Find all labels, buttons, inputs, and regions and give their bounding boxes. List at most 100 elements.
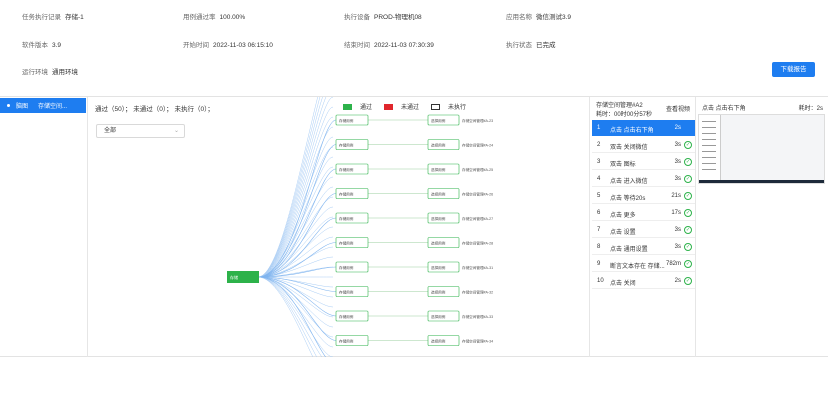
mid-node [335, 114, 369, 126]
preview-elapsed: 耗时：2s [798, 106, 823, 112]
step-number: 7 [597, 227, 601, 233]
thumbnail-line [702, 121, 716, 122]
end-time-value: 2022-11-03 07:30:39 [374, 42, 434, 49]
check-circle-icon: ✓ [684, 141, 692, 149]
main-content: 脑图 存储空间... 通过（50）； 未通过（0）； 未执行（0）； 通过 未通… [0, 96, 828, 357]
tree-edge [257, 276, 337, 317]
step-row[interactable]: 8 点击 通用设置 3s ✓ [592, 239, 695, 255]
tree-branch-line [257, 97, 321, 278]
check-circle-icon: ✓ [684, 192, 692, 200]
mid-node [335, 188, 369, 199]
step-number: 1 [597, 125, 601, 131]
end-time-label: 结束时间 [344, 42, 370, 49]
leaf-case-id: 存储空间管理#A-26 [462, 192, 493, 197]
step-duration: 3s [674, 244, 681, 250]
nav-tab-storage-label: 存储空间... [38, 104, 68, 110]
step-row[interactable]: 3 双击 图标 3s ✓ [592, 154, 695, 170]
thumbnail-line [702, 127, 716, 128]
step-row[interactable]: 6 点击 更多 17s ✓ [592, 205, 695, 221]
status-filter-value: 全部 [104, 128, 117, 134]
step-duration: 3s [674, 176, 681, 182]
case-title: 存储空间管理#A2 [596, 103, 643, 109]
leaf-node-label: 选择用例 [431, 143, 446, 148]
step-label: 断言文本存在 存储... [610, 264, 665, 270]
tree-branch-line [257, 126, 334, 278]
leaf-node-label: 选择用例 [431, 192, 446, 197]
step-row[interactable]: 5 点击 等待20s 21s ✓ [592, 188, 695, 204]
leaf-node-label: 选择用例 [431, 265, 446, 270]
thumbnail-sidebar [699, 115, 721, 183]
step-label: 点击 关闭 [610, 281, 636, 287]
app-name-field: 应用名称微信测试3.9 [506, 11, 571, 21]
step-duration: 17s [671, 210, 681, 216]
leaf-case-id: 存储空间管理#A-27 [462, 216, 493, 221]
step-row[interactable]: 10 点击 关闭 2s ✓ [592, 273, 695, 289]
tree-branch-line [257, 146, 334, 278]
start-time-value: 2022-11-03 06:15:10 [213, 42, 273, 49]
leaf-node [427, 310, 460, 322]
tree-edge [257, 276, 337, 341]
step-row[interactable]: 9 断言文本存在 存储... 782m ✓ [592, 256, 695, 272]
thumbnail-taskbar [699, 180, 824, 183]
mind-map-tree[interactable]: 存储用例选择用例存储空间管理#A-23存储用例选择用例存储空间管理#A-24存储… [88, 97, 590, 357]
exec-status-field: 执行状态已完成 [506, 39, 556, 49]
legend-failed-label: 未通过 [401, 105, 420, 111]
preview-step-title: 点击 点击右下角 [702, 106, 746, 112]
run-env-label: 运行环境 [22, 69, 48, 76]
software-version-value: 3.9 [52, 42, 62, 49]
step-duration: 2s [674, 125, 681, 131]
mid-node [335, 212, 369, 224]
check-circle-icon: ✓ [684, 226, 692, 234]
thumbnail-line [702, 139, 716, 140]
check-circle-icon: ✓ [684, 277, 692, 285]
leaf-node-label: 选择用例 [431, 290, 446, 295]
mid-node-label: 存储用例 [339, 290, 354, 295]
mid-node-label: 存储用例 [339, 265, 354, 270]
leaf-node [427, 188, 460, 199]
pass-rate-label: 用例通过率 [183, 14, 216, 21]
step-label: 点击 点击右下角 [610, 128, 654, 134]
leaf-node-label: 选择用例 [431, 241, 446, 246]
task-record-value: 存储-1 [65, 14, 84, 21]
step-screenshot-thumbnail[interactable] [698, 114, 825, 184]
step-row[interactable]: 2 双击 关闭微信 3s ✓ [592, 137, 695, 153]
check-circle-icon: ✓ [684, 175, 692, 183]
legend-not-run-label: 未执行 [448, 105, 467, 111]
root-node [227, 271, 259, 283]
bullet-icon [7, 104, 10, 107]
view-video-link[interactable]: 查看视频 [665, 107, 690, 113]
step-duration: 3s [674, 159, 681, 165]
mind-map-area: 通过（50）； 未通过（0）； 未执行（0）； 通过 未通过 未执行 全部 ⌄ … [88, 97, 590, 357]
tree-edge [257, 276, 337, 292]
thumbnail-line [702, 163, 716, 164]
step-duration: 782m [665, 261, 681, 267]
thumbnail-line [702, 169, 716, 170]
nav-tab-mindmap[interactable]: 脑图 存储空间... [0, 98, 86, 113]
device-value: PROD-物理机08 [374, 14, 422, 21]
mid-node-label: 存储用例 [339, 192, 354, 197]
start-time-field: 开始时间 2022-11-03 06:15:10 [183, 39, 273, 49]
leaf-node [427, 139, 460, 150]
device-label: 执行设备 [344, 14, 370, 21]
mid-node [335, 310, 369, 322]
leaf-case-id: 存储空间管理#A-25 [462, 167, 493, 172]
status-filter-select[interactable]: 全部 ⌄ [96, 124, 185, 138]
device-field: 执行设备 PROD-物理机08 [344, 11, 422, 21]
step-number: 3 [597, 159, 601, 165]
tree-branch-line [257, 116, 334, 278]
tree-branch-line [257, 136, 334, 278]
download-report-button[interactable]: 下载报告 [772, 62, 815, 77]
leaf-node [427, 335, 460, 346]
mid-node [335, 261, 369, 273]
task-record-label: 任务执行记录 [22, 14, 61, 21]
step-row[interactable]: 7 点击 设置 3s ✓ [592, 222, 695, 238]
legend-passed-label: 通过 [360, 105, 373, 111]
app-name-value: 微信测试3.9 [536, 14, 572, 21]
check-circle-icon: ✓ [684, 243, 692, 251]
check-circle-icon: ✓ [684, 260, 692, 268]
start-time-label: 开始时间 [183, 42, 209, 49]
step-row[interactable]: 1 点击 点击右下角 2s [592, 120, 695, 136]
step-row[interactable]: 4 点击 进入微信 3s ✓ [592, 171, 695, 187]
leaf-node-label: 选择用例 [431, 339, 446, 344]
